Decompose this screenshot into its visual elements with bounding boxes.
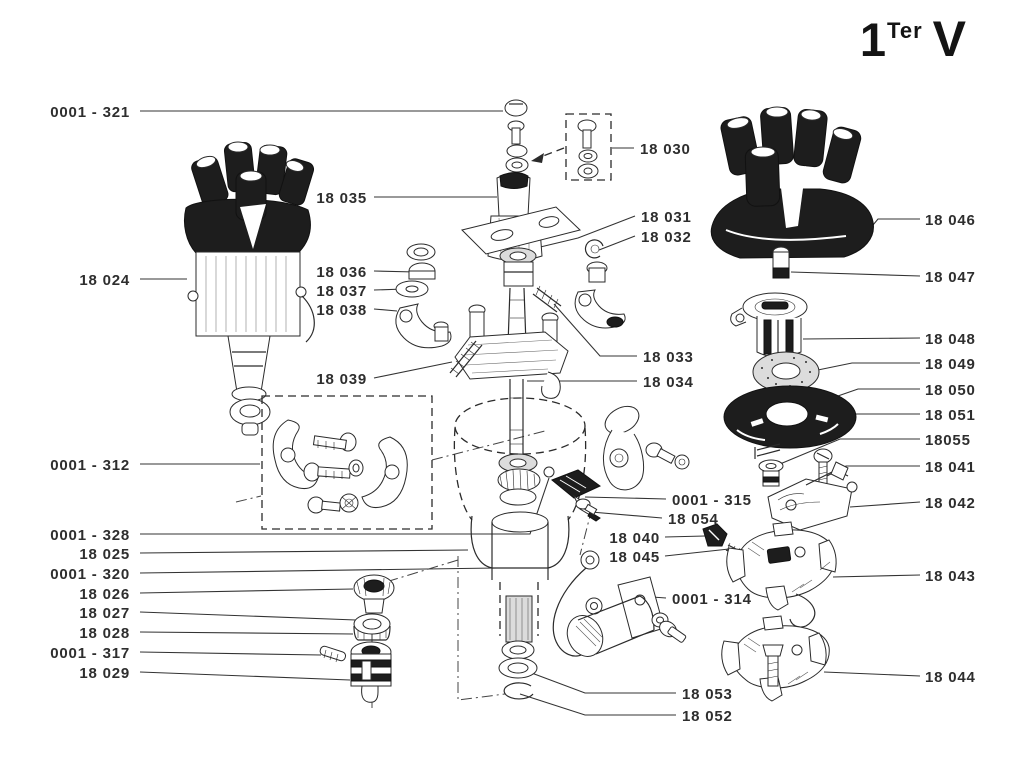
part-labels: 0001 - 321 18 024 18 035 18 036 18 037 1… <box>50 104 975 725</box>
felt-washer-drawing <box>752 351 820 393</box>
part-label-0001-320: 0001 - 320 <box>50 566 130 583</box>
hardware-kit-box <box>531 113 612 181</box>
main-shaft-drawing <box>454 287 569 506</box>
clamp-lever-drawing <box>603 405 690 491</box>
part-label-18041: 18 041 <box>925 459 976 476</box>
part-label-18034: 18 034 <box>643 374 694 391</box>
cap-drawing <box>710 106 874 259</box>
carbon-brush-drawing <box>772 246 790 279</box>
part-label-18049: 18 049 <box>925 356 976 373</box>
plate-title-series: V <box>932 11 966 67</box>
clip-arm-spring-drawing <box>532 239 626 329</box>
condenser-lower-drawing <box>552 550 687 657</box>
part-label-18052: 18 052 <box>682 708 733 725</box>
part-label-18038: 18 038 <box>316 302 367 319</box>
part-label-18032: 18 032 <box>641 229 692 246</box>
part-label-18053: 18 053 <box>682 686 733 703</box>
part-label-18044: 18 044 <box>925 669 976 686</box>
part-label-18045: 18 045 <box>609 549 660 566</box>
housing-drawing <box>453 397 587 700</box>
part-label-18043: 18 043 <box>925 568 976 585</box>
part-label-18031: 18 031 <box>641 209 692 226</box>
plate-title: 1Ter V <box>860 10 966 68</box>
drive-gear-parts-drawing <box>319 574 395 703</box>
part-label-18039: 18 039 <box>316 371 367 388</box>
condenser-upper-drawing <box>551 469 601 522</box>
part-label-18036: 18 036 <box>316 264 367 281</box>
advance-weights-box <box>261 395 433 530</box>
part-label-18046: 18 046 <box>925 212 976 229</box>
part-label-18048: 18 048 <box>925 331 976 348</box>
dust-cover-drawing <box>723 385 857 449</box>
part-label-0001-314: 0001 - 314 <box>672 591 752 608</box>
breaker-plate-drawing <box>726 521 837 641</box>
plate-title-number: 1 <box>859 13 888 66</box>
part-label-18037: 18 037 <box>316 283 367 300</box>
part-label-0001-312: 0001 - 312 <box>50 457 130 474</box>
part-label-18025: 18 025 <box>79 546 130 563</box>
part-label-18035: 18 035 <box>316 190 367 207</box>
part-label-18042: 18 042 <box>925 495 976 512</box>
part-label-18040: 18 040 <box>609 530 660 547</box>
part-label-18055: 18055 <box>925 432 971 449</box>
washers-arm-spring-drawing <box>395 243 483 378</box>
rotor-drawing <box>730 292 808 358</box>
part-label-0001-315: 0001 - 315 <box>672 492 752 509</box>
distributor-assembly-drawing <box>183 141 315 436</box>
capsule-assembly-drawing <box>461 99 581 287</box>
part-label-18026: 18 026 <box>79 586 130 603</box>
contact-set-drawing <box>767 461 858 531</box>
part-label-18054: 18 054 <box>668 511 719 528</box>
spring-18039 <box>449 340 483 378</box>
part-label-18029: 18 029 <box>79 665 130 682</box>
part-label-18024: 18 024 <box>79 272 130 289</box>
part-label-0001-317: 0001 - 317 <box>50 645 130 662</box>
part-label-18027: 18 027 <box>79 605 130 622</box>
part-label-18028: 18 028 <box>79 625 130 642</box>
plate-title-suffix: Ter <box>887 18 923 43</box>
part-label-18050: 18 050 <box>925 382 976 399</box>
base-casting-drawing <box>721 615 830 702</box>
spring-18033 <box>532 285 562 313</box>
part-label-18030: 18 030 <box>640 141 691 158</box>
part-label-18051: 18 051 <box>925 407 976 424</box>
part-label-0001-321: 0001 - 321 <box>50 104 130 121</box>
part-label-0001-328: 0001 - 328 <box>50 527 130 544</box>
part-label-18047: 18 047 <box>925 269 976 286</box>
part-label-18033: 18 033 <box>643 349 694 366</box>
small-pins-drawing <box>754 443 784 487</box>
